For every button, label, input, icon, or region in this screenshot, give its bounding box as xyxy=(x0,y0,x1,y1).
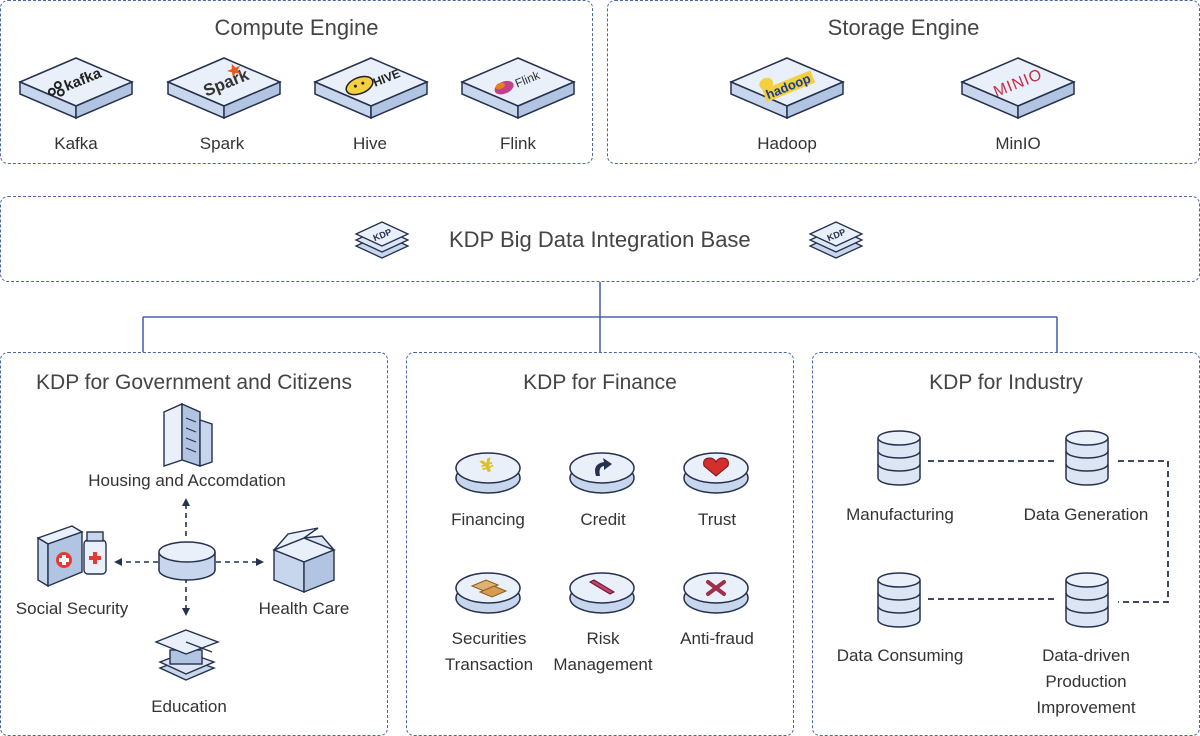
finance-title: KDP for Finance xyxy=(523,371,677,394)
credit-label: Credit xyxy=(580,510,626,529)
cross-icon xyxy=(706,580,726,596)
database-icon-manufacturing xyxy=(877,430,921,486)
housing-label: Housing and Accomdation xyxy=(88,471,286,490)
kdp-base-panel: KDP Big Data Integration Base xyxy=(0,196,1200,282)
anti-fraud-label: Anti-fraud xyxy=(680,629,754,648)
credit-disc xyxy=(569,452,635,494)
hive-label: Hive xyxy=(352,134,388,153)
kdp-stack-icon-left: KDP xyxy=(354,221,410,259)
kdp-stack-icon-right: KDP xyxy=(808,221,864,259)
compute-engine-title: Compute Engine xyxy=(214,15,379,40)
medical-kit-icon xyxy=(36,525,107,588)
database-icon-consuming xyxy=(877,572,921,628)
education-label: Education xyxy=(151,697,227,716)
manufacturing-label: Manufacturing xyxy=(846,505,954,524)
minio-logo-tile: MINIO xyxy=(960,57,1076,120)
data-driven-label: Data-driven Production Improvement xyxy=(1036,646,1136,717)
database-icon-improvement xyxy=(1065,572,1109,628)
hive-logo-tile: HIVE xyxy=(313,57,429,120)
anti-fraud-disc xyxy=(683,572,749,614)
graduation-cap-icon xyxy=(154,629,220,681)
industry-title: KDP for Industry xyxy=(929,371,1083,394)
storage-engine-title: Storage Engine xyxy=(827,15,980,40)
social-security-label: Social Security xyxy=(15,599,129,618)
financing-disc xyxy=(455,452,521,494)
finance-discs: ¥ xyxy=(455,452,749,614)
government-title: KDP for Government and Citizens xyxy=(36,371,352,394)
hadoop-label: Hadoop xyxy=(757,134,817,153)
risk-management-label: Risk Management xyxy=(553,629,653,674)
flink-logo-tile: Flink xyxy=(460,57,576,120)
kdp-base-title: KDP Big Data Integration Base xyxy=(449,227,751,252)
spark-label: Spark xyxy=(199,134,245,153)
trust-label: Trust xyxy=(697,510,737,529)
data-consuming-label: Data Consuming xyxy=(836,646,964,665)
risk-bar-icon xyxy=(588,579,616,595)
industry-flow xyxy=(877,430,1169,628)
heart-icon xyxy=(703,457,729,477)
spark-logo-tile: Spark xyxy=(166,57,282,120)
flink-label: Flink xyxy=(500,134,536,153)
data-generation-label: Data Generation xyxy=(1023,505,1149,524)
minio-label: MinIO xyxy=(995,134,1041,153)
financing-label: Financing xyxy=(451,510,525,529)
kafka-logo-tile: kafka xyxy=(18,57,134,120)
hadoop-logo-tile: hadoop xyxy=(729,57,845,120)
health-care-label: Health Care xyxy=(258,599,350,618)
gov-links xyxy=(36,402,336,681)
securities-label: Securities Transaction xyxy=(444,629,534,674)
building-icon xyxy=(163,402,213,467)
storage-engine-panel: Storage Engine xyxy=(607,0,1200,164)
refresh-arrow-icon xyxy=(595,458,612,476)
cards-icon xyxy=(470,579,508,598)
database-icon-generation xyxy=(1065,430,1109,486)
finance-panel: KDP for Finance xyxy=(406,352,794,736)
risk-disc xyxy=(569,572,635,614)
industry-panel: KDP for Industry xyxy=(812,352,1200,736)
kafka-label: Kafka xyxy=(54,134,98,153)
box-icon xyxy=(272,527,336,594)
